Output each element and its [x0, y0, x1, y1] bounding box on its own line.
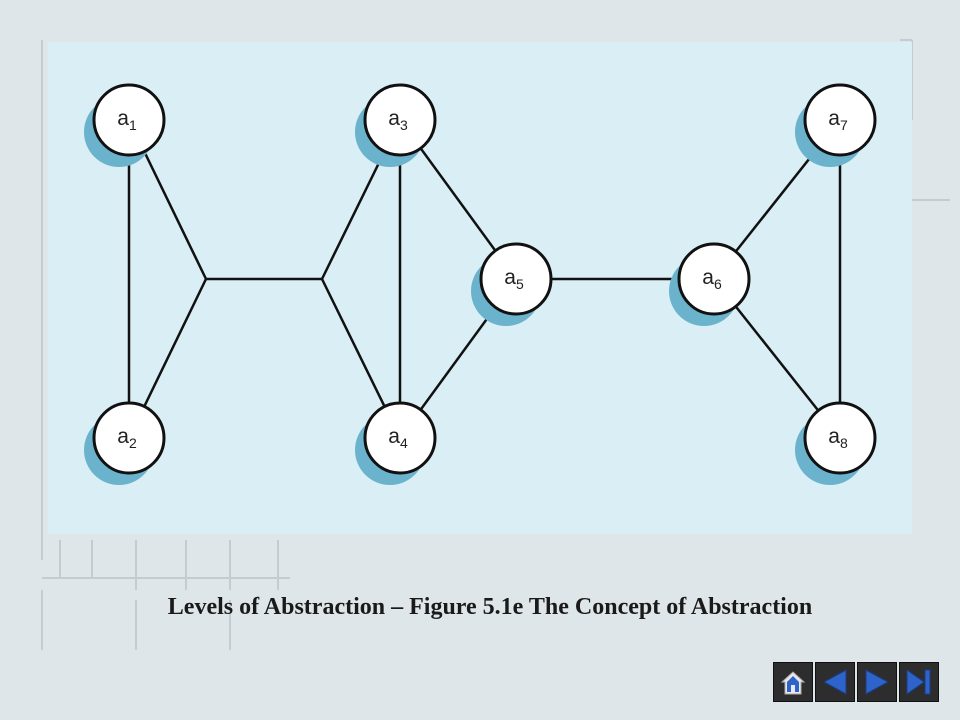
- node-a4: a4: [355, 401, 437, 485]
- last-button[interactable]: [899, 662, 939, 702]
- node-circle: [803, 401, 877, 475]
- node-a1: a1: [84, 83, 166, 167]
- node-label: a3: [388, 107, 408, 133]
- node-label: a8: [828, 425, 848, 451]
- node-a5: a5: [471, 242, 553, 326]
- home-icon: [780, 671, 806, 695]
- last-icon: [906, 669, 931, 695]
- previous-icon: [822, 669, 847, 695]
- node-circle: [363, 83, 437, 157]
- node-label: a2: [117, 425, 137, 451]
- node-a8: a8: [795, 401, 877, 485]
- node-a6: a6: [669, 242, 751, 326]
- node-circle: [92, 83, 166, 157]
- next-button[interactable]: [857, 662, 897, 702]
- next-icon: [865, 669, 890, 695]
- node-circle: [92, 401, 166, 475]
- previous-button[interactable]: [815, 662, 855, 702]
- node-circle: [677, 242, 751, 316]
- figure-caption: Levels of Abstraction – Figure 5.1e The …: [167, 594, 813, 620]
- node-label: a7: [828, 107, 848, 133]
- node-label: a5: [504, 266, 524, 292]
- node-a3: a3: [355, 83, 437, 167]
- node-a7: a7: [795, 83, 877, 167]
- navigation-bar: [773, 662, 939, 702]
- node-a2: a2: [84, 401, 166, 485]
- node-circle: [363, 401, 437, 475]
- node-circle: [479, 242, 553, 316]
- node-circle: [803, 83, 877, 157]
- figure-panel: a1 a2 a3 a4 a5 a6 a7 a8: [48, 42, 912, 534]
- abstraction-graph: a1 a2 a3 a4 a5 a6 a7 a8: [84, 83, 877, 485]
- node-label: a4: [388, 425, 408, 451]
- home-button[interactable]: [773, 662, 813, 702]
- node-label: a6: [702, 266, 722, 292]
- node-label: a1: [117, 107, 137, 133]
